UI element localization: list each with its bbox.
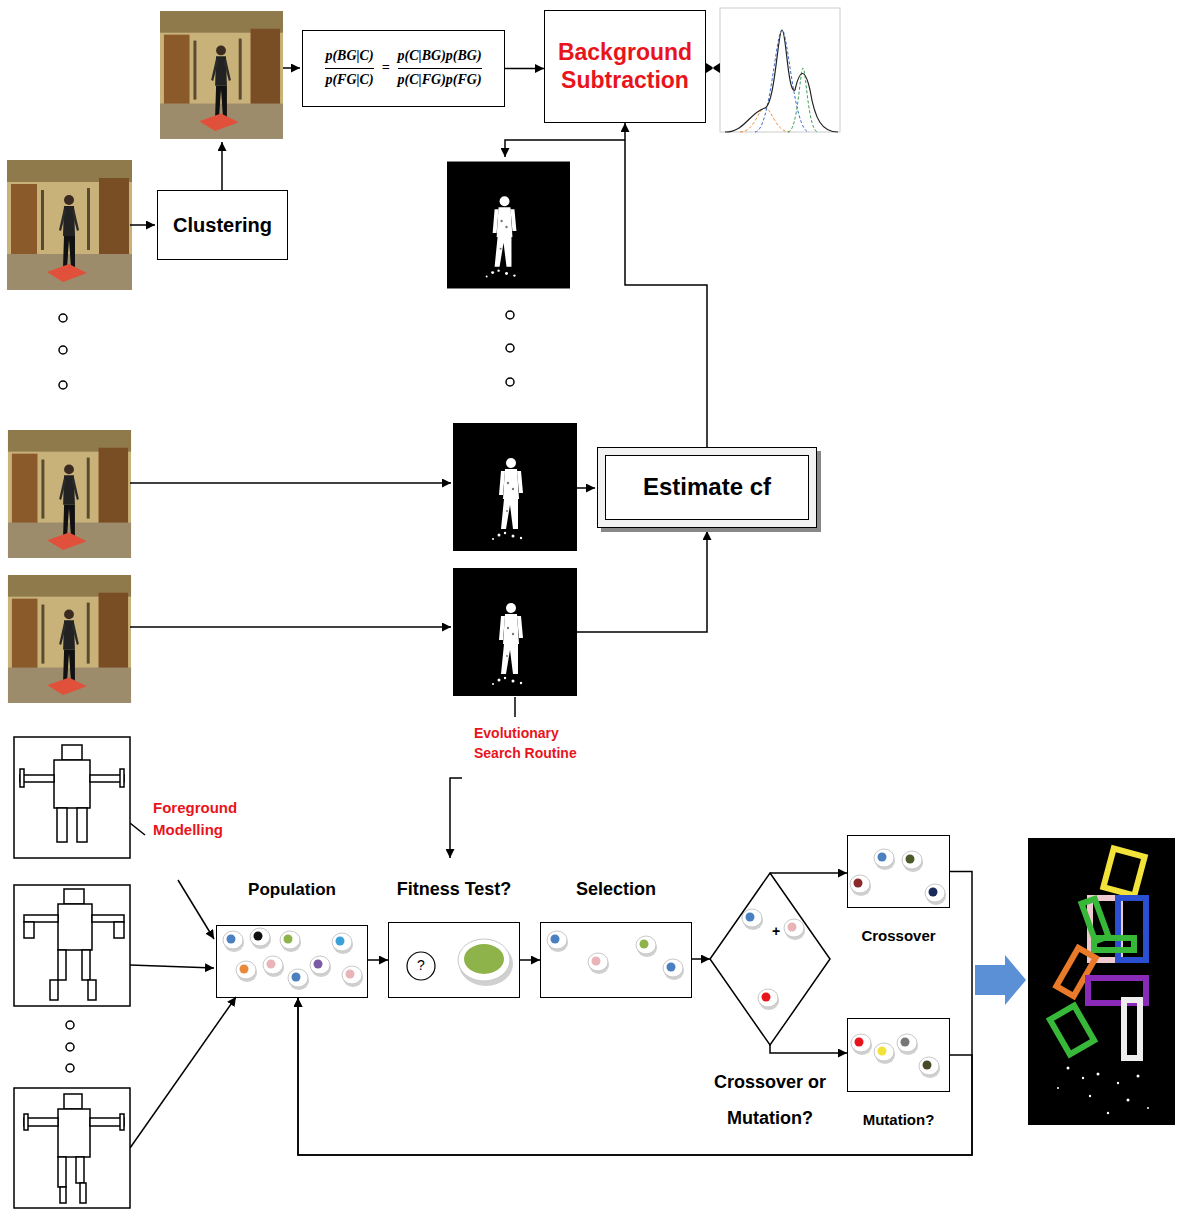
crossover-discs: [850, 849, 946, 905]
diamond-outline: [710, 873, 830, 1045]
selection-discs: [547, 931, 684, 980]
formula-term: p(C|FG)p(FG): [398, 72, 482, 89]
node-heading: Crossover: [861, 927, 935, 945]
fraction-bar: [398, 68, 482, 69]
connector: [505, 68, 544, 70]
diamond-shape: [710, 873, 830, 1045]
connector: [770, 872, 847, 874]
annotation-label: ?: [409, 955, 433, 975]
annotation-label: +: [768, 921, 784, 941]
formula-term: p(BG|C): [325, 48, 373, 65]
node-heading: Fitness Test?: [397, 879, 512, 901]
population-discs: [223, 928, 363, 990]
stage-box: Crossover: [847, 835, 950, 908]
fitness-symbols: [407, 939, 513, 986]
formula-box: p(BG|C) p(FG|C) = p(C|BG)p(BG) p(C|FG)p(FG): [302, 30, 505, 107]
process-box: Clustering: [157, 190, 288, 260]
annotation-label: Evolutionary Search Routine: [474, 723, 599, 764]
link-mark: [706, 63, 720, 73]
connector: [625, 123, 707, 447]
connector: [770, 1045, 847, 1053]
process-box: Background Subtraction: [544, 10, 706, 123]
node-heading: Crossover or Mutation?: [700, 1064, 840, 1136]
connector: [298, 998, 972, 1155]
stage-box: Fitness Test?: [388, 922, 520, 998]
connector: [298, 872, 972, 1156]
node-heading: Population: [248, 880, 336, 900]
connector: [520, 959, 540, 961]
fraction: p(BG|C) p(FG|C): [325, 48, 373, 89]
decision-discs: [742, 909, 805, 1010]
annotation-label: Foreground Modelling: [153, 797, 253, 841]
node-text: Background Subtraction: [553, 39, 697, 94]
decision-diamond: Crossover or Mutation?: [710, 873, 830, 1045]
formula-term: =: [382, 60, 390, 77]
stage-box: Selection: [540, 922, 692, 998]
fraction: p(C|BG)p(BG) p(C|FG)p(FG): [398, 48, 482, 89]
gaussian-plot: [720, 8, 840, 132]
stage-box: Population: [216, 925, 368, 998]
formula-term: p(FG|C): [325, 72, 373, 89]
flow-line: [130, 68, 707, 1148]
process-box: Estimate cf: [597, 447, 817, 528]
node-heading: Selection: [576, 879, 656, 901]
stage-box: Mutation?: [847, 1018, 950, 1092]
mutation-discs: [851, 1034, 940, 1078]
connector: [368, 959, 388, 961]
output-arrow: [975, 955, 1026, 1005]
node-text: Estimate cf: [643, 473, 771, 502]
video-frame: [7, 11, 283, 703]
fitted-pose: [1028, 838, 1175, 1125]
formula-term: p(C|BG)p(BG): [398, 48, 482, 65]
body-model: [14, 737, 130, 1208]
node-heading: Mutation?: [863, 1111, 935, 1129]
silhouette-mask: [447, 162, 577, 696]
connector: [692, 958, 710, 960]
fraction-bar: [325, 68, 373, 69]
node-text: Clustering: [173, 213, 272, 237]
